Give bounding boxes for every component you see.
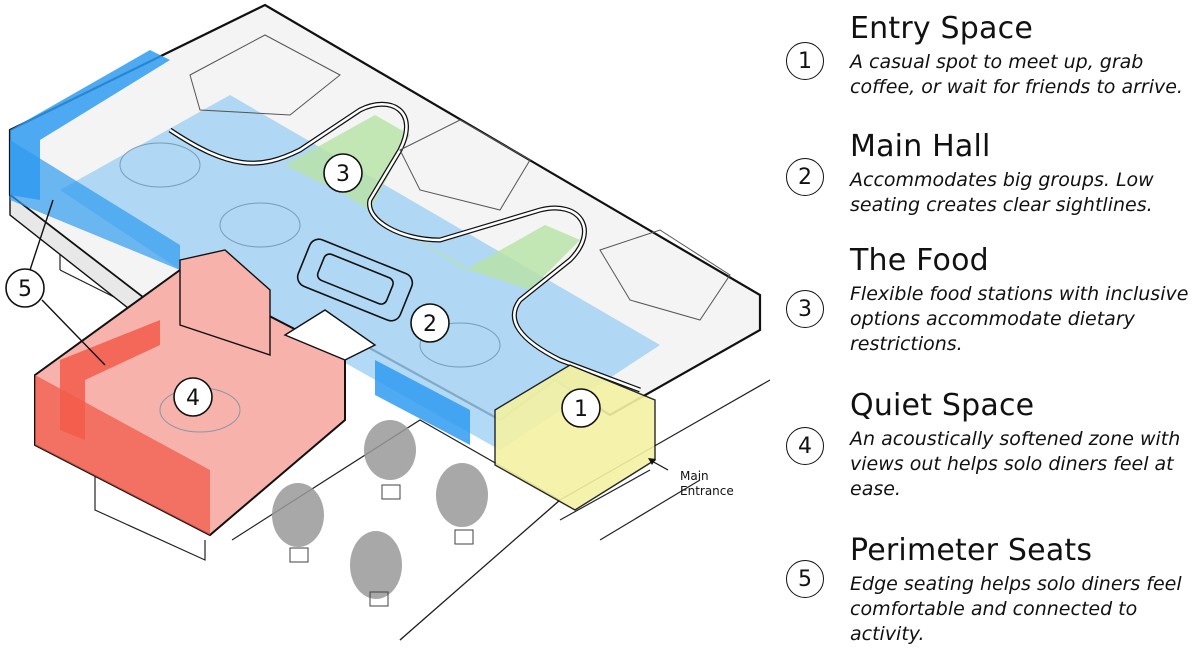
legend-description: Flexible food stations with inclusive op… [850,283,1189,355]
legend-number: 1 [786,42,824,80]
zone-main-hall [60,95,660,450]
legend-description: A casual spot to meet up, grab coffee, o… [850,51,1183,98]
legend-number: 5 [786,560,824,598]
zone-food [285,115,580,290]
svg-text:4: 4 [186,386,200,411]
tree-icon [272,483,324,563]
axonometric-floor-plan: 3 2 1 4 5 Main Entrance [5,3,770,641]
zone-marker-quiet: 4 [173,377,213,417]
legend: 1 Entry Space A casual spot to meet up, … [770,0,1200,656]
tree-icon [350,531,402,607]
courtyard-trees [272,420,488,607]
tree-icon [364,420,416,500]
svg-text:Entrance: Entrance [680,484,734,498]
legend-number: 3 [786,290,824,328]
central-island [296,238,414,322]
tree-icon [436,463,488,545]
main-entrance-label: Main Entrance [648,458,734,498]
svg-text:Main: Main [680,469,709,483]
legend-title: Quiet Space [850,388,1035,423]
zone-marker-perimeter: 5 [5,199,106,366]
svg-text:1: 1 [574,397,588,422]
legend-number: 4 [786,427,824,465]
legend-title: The Food [850,243,989,278]
legend-description: Accommodates big groups. Low seating cre… [850,169,1154,216]
legend-title: Main Hall [850,129,991,164]
legend-title: Perimeter Seats [850,533,1093,568]
zone-marker-food: 3 [323,153,363,193]
legend-description: An acoustically softened zone with views… [850,428,1181,500]
legend-title: Entry Space [850,11,1033,46]
zone-perimeter-low [375,360,470,445]
legend-description: Edge seating helps solo diners feel comf… [850,573,1182,645]
svg-text:2: 2 [423,312,437,337]
svg-text:5: 5 [18,277,32,302]
zone-marker-main-hall: 2 [410,303,450,343]
back-of-house-rooms [189,34,731,321]
zone-marker-entry: 1 [561,388,601,428]
svg-text:3: 3 [336,162,350,187]
zone-perimeter-edge [10,140,180,270]
legend-number: 2 [786,158,824,196]
